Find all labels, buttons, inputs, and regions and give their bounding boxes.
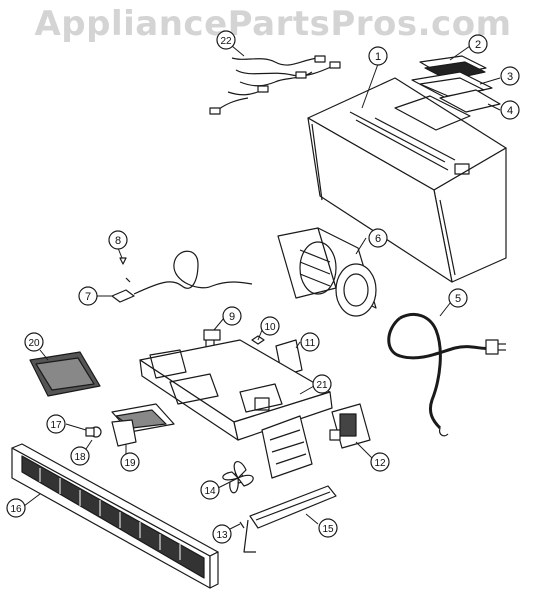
callout-label-22: 22: [220, 36, 232, 47]
callout-13: 13: [212, 524, 232, 544]
callout-22: 22: [216, 30, 236, 50]
callout-1: 1: [368, 46, 388, 66]
callout-18: 18: [70, 446, 90, 466]
callout-label-15: 15: [322, 524, 334, 535]
callout-label-1: 1: [375, 51, 381, 63]
sensor-wire-part: [111, 250, 253, 303]
grease-filter-part: [29, 351, 101, 397]
callout-15: 15: [318, 518, 338, 538]
front-grille-part: [11, 443, 219, 589]
callout-label-6: 6: [375, 233, 381, 245]
callout-8: 8: [108, 230, 128, 250]
callout-label-16: 16: [10, 504, 22, 515]
outer-cabinet-part: [307, 77, 507, 283]
callout-3: 3: [500, 66, 520, 86]
top-plate-parts: [411, 55, 501, 113]
callout-7: 7: [78, 286, 98, 306]
callout-label-2: 2: [475, 39, 481, 51]
watermark-text: AppliancePartsPros.com: [34, 4, 512, 44]
callout-14: 14: [200, 480, 220, 500]
wire-harness-part: [209, 55, 341, 115]
callout-label-10: 10: [264, 322, 276, 333]
callout-label-14: 14: [204, 486, 216, 497]
bracket-part: [239, 485, 337, 553]
callout-label-20: 20: [28, 338, 40, 349]
leader-lines: [23, 45, 501, 531]
callout-label-18: 18: [74, 452, 86, 463]
callout-16: 16: [6, 498, 26, 518]
callout-label-21: 21: [316, 380, 328, 391]
callout-20: 20: [24, 332, 44, 352]
callout-label-7: 7: [85, 291, 91, 303]
callout-label-4: 4: [507, 105, 513, 117]
base-plate-part: [139, 339, 333, 479]
callout-2: 2: [468, 34, 488, 54]
callout-label-8: 8: [115, 235, 121, 247]
blower-assembly-part: [277, 227, 377, 317]
callout-12: 12: [370, 452, 390, 472]
fan-blade-part: [222, 461, 254, 494]
callout-19: 19: [120, 452, 140, 472]
callout-10: 10: [260, 316, 280, 336]
callout-21: 21: [312, 374, 332, 394]
power-cord-part: [387, 313, 506, 437]
callout-label-12: 12: [374, 458, 386, 469]
callout-17: 17: [46, 414, 66, 434]
callout-5: 5: [448, 288, 468, 308]
transformer-part: [329, 403, 371, 449]
callout-label-5: 5: [455, 293, 461, 305]
callout-6: 6: [368, 228, 388, 248]
callout-label-19: 19: [124, 458, 136, 469]
callout-11: 11: [300, 332, 320, 352]
callout-label-17: 17: [50, 420, 62, 431]
callout-label-11: 11: [305, 338, 316, 349]
callouts: 1 2 3 4 5 6 7 8 9 10 11 12 13 14 15 16 1…: [6, 30, 520, 544]
callout-9: 9: [222, 306, 242, 326]
callout-4: 4: [500, 100, 520, 120]
callout-label-13: 13: [216, 530, 228, 541]
callout-label-9: 9: [229, 311, 235, 323]
switch-lamp-parts: [85, 403, 175, 447]
callout-label-3: 3: [507, 71, 513, 83]
